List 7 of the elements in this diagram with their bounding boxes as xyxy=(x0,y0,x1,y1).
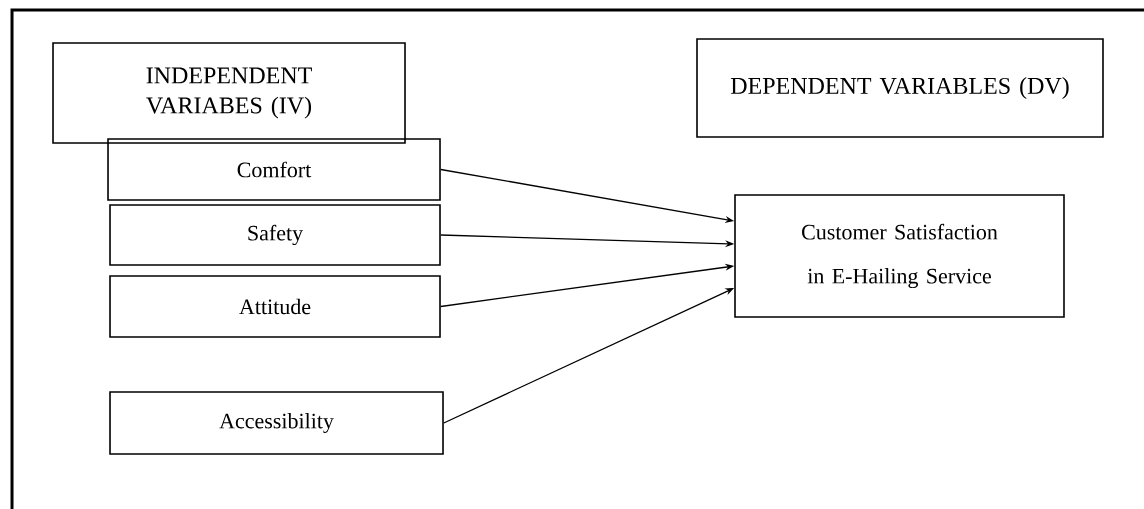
variable-box: Customer Satisfaction in E-Hailing Service xyxy=(734,194,1065,318)
header-box: DEPENDENT VARIABLES (DV) xyxy=(696,38,1104,138)
variable-box: Accessibility xyxy=(109,391,444,455)
variable-box: Attitude xyxy=(109,275,441,338)
header-box: INDEPENDENT VARIABES (IV) xyxy=(52,42,406,144)
variable-box: Comfort xyxy=(107,138,441,201)
variable-box: Safety xyxy=(109,204,441,266)
